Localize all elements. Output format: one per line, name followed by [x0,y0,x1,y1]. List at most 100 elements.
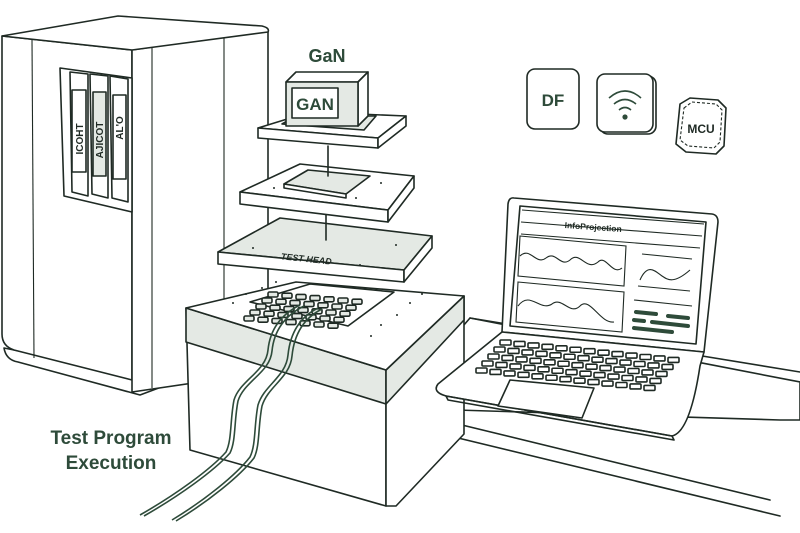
keyboard-key [537,365,550,373]
keyboard-key [641,369,654,376]
keyboard-key [531,372,544,380]
caption-line-2: Execution [66,453,157,474]
keyboard-key [591,356,604,363]
socket-pad [309,294,321,302]
socket-pad [295,293,307,301]
socket-pad [275,298,287,306]
keyboard-key [507,347,520,355]
wifi-icon [596,73,657,135]
test-head-stack: TEST HEAD GAN GaN [217,46,433,283]
keyboard-key [529,357,542,365]
laptop-screen: InfoProjection [515,209,705,334]
keyboard-key [613,366,626,373]
socket-pad [249,309,261,316]
keyboard-key [643,384,656,392]
socket-pad [291,312,303,320]
keyboard-key [635,376,648,383]
laptop-trackpad [497,379,595,419]
keyboard-key [649,377,662,385]
keyboard-key [551,367,564,375]
laptop: InfoProjection [435,197,719,441]
keyboard-key [573,377,586,384]
socket-pad [285,318,297,326]
keyboard-key [501,354,514,362]
socket-pad [313,321,325,328]
keyboard-key [667,356,680,364]
keyboard-key [495,361,508,369]
socket-pad [281,292,293,300]
socket-pad [255,303,267,310]
screen-title: InfoProjection [564,220,622,234]
keyboard-key [599,364,612,372]
socket-pad [337,297,349,304]
keyboard-key [587,378,600,386]
keyboard-key [577,354,590,362]
keyboard-key [605,357,618,365]
keyboard-key [557,360,570,368]
keyboard-key [521,349,534,356]
keyboard-key [489,368,502,376]
keyboard-key [563,353,576,361]
socket-pad [351,298,363,306]
keyboard-key [611,350,624,358]
keyboard-key [627,367,640,375]
mcu-chip-icon: MCU [675,97,727,155]
socket-pad [289,299,301,307]
socket-pad [325,309,337,316]
df-icon-label: DF [542,91,565,110]
keyboard-key [639,353,652,361]
keyboard-key [625,352,638,359]
keyboard-key [661,363,674,371]
keyboard-key [541,343,554,351]
keyboard-key [517,371,530,379]
server-cabinet: ICOHT AJICOT AL'O [1,15,270,396]
socket-pad [345,304,357,312]
keyboard-key [535,350,548,358]
keyboard-key [593,371,606,379]
keyboard-key [543,358,556,366]
keyboard-key [499,339,512,346]
keyboard-key [515,356,528,363]
socket-pad [323,295,335,303]
keyboard-key [621,374,634,382]
socket-pad [327,322,339,330]
caption-line-1: Test Program [50,428,171,449]
socket-pad [243,315,255,322]
socket-pad [331,303,343,310]
keyboard-key [493,346,506,353]
chip-label: GAN [296,95,334,114]
card-2-label: AJICOT [95,122,106,159]
keyboard-key [481,360,494,367]
cables [139,304,323,522]
socket-pad [267,291,279,298]
card-1-label: ICOHT [75,123,86,154]
keyboard-key [583,347,596,355]
keyboard-key [523,364,536,372]
socket-pad [261,297,273,304]
test-handler-box [185,281,465,507]
keyboard-key [565,368,578,376]
device-label: GaN [308,46,345,66]
keyboard-key [647,362,660,369]
laptop-keyboard [475,339,680,392]
keyboard-key [653,355,666,362]
keyboard-key [513,340,526,348]
socket-pad [257,316,269,324]
keyboard-key [549,351,562,359]
keyboard-key [509,363,522,370]
card-3-label: AL'O [115,116,126,140]
keyboard-key [597,349,610,356]
socket-pad [303,300,315,308]
mcu-label: MCU [687,122,714,136]
keyboard-key [633,360,646,368]
keyboard-key [527,342,540,349]
socket-pad [269,304,281,312]
card-2: AJICOT [89,73,109,199]
socket-pad [339,310,351,318]
keyboard-key [503,370,516,377]
socket-pad [319,315,331,322]
keyboard-key [579,370,592,377]
keyboard-key [555,344,568,352]
card-1: ICOHT [69,71,89,197]
